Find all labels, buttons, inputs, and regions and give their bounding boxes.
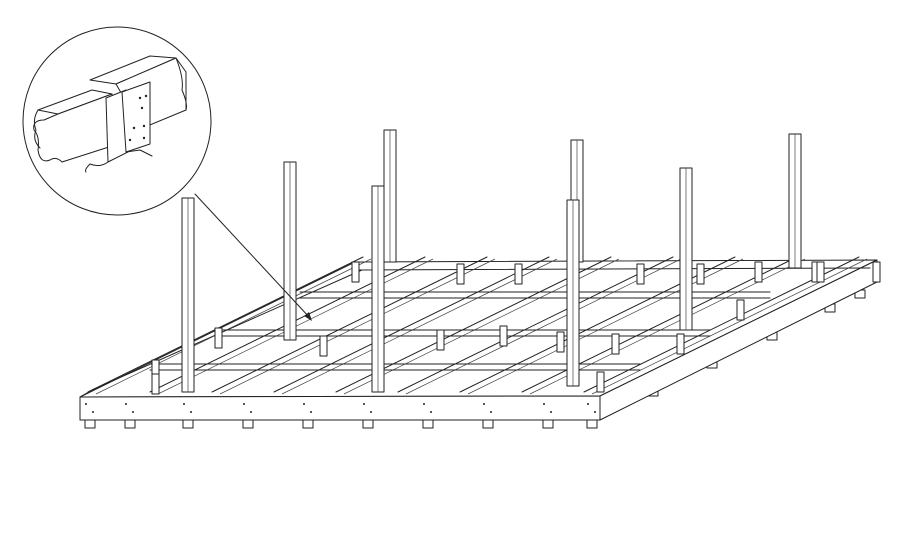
joist-hanger [872,261,881,283]
nail-dot [490,411,492,413]
wall-stud [283,161,297,341]
nail-dot [363,403,365,405]
nail-dot [132,411,134,413]
joist-hanger [754,261,763,283]
footing-block [482,419,494,429]
joist-hanger [151,373,160,395]
nail-dot [310,411,312,413]
footing-block [84,419,96,429]
blocking-row [149,363,641,371]
nail-dot [594,411,596,413]
detail-hanger-plate [85,81,153,173]
joist-hanger [514,263,523,285]
footing-block [586,419,598,429]
joist-hanger [676,333,685,355]
nail-dot [190,411,192,413]
footing-block [422,419,434,429]
joist-hanger [816,261,825,283]
detail-callout [22,26,312,321]
nail-dot [243,403,245,405]
detail-joist-block [33,89,113,163]
blocking-row [219,329,711,337]
footing-block [182,419,194,429]
nail-dot [423,403,425,405]
nail-dot [543,403,545,405]
wall-stud [371,185,385,393]
wall-stud [566,199,580,387]
joist-hanger [636,263,645,285]
nail-dot [550,411,552,413]
joist-hanger [499,325,508,347]
front-rim-nails [85,403,596,413]
nail-dot [183,403,185,405]
front-rim-board [79,395,601,421]
footing-block [302,419,314,429]
joist-hanger [351,261,360,283]
nail-dot [92,411,94,413]
nail-dot [250,411,252,413]
footing-block [124,419,136,429]
nail-dot [125,403,127,405]
footing-block [242,419,254,429]
joist-hanger [596,371,605,393]
footing-block [362,419,374,429]
callout-arrowhead [304,312,312,321]
nail-dot [587,403,589,405]
nail-dot [303,403,305,405]
wall-studs [181,129,802,393]
joist-hanger [214,327,223,349]
nail-dot [85,403,87,405]
joist-hanger [456,263,465,285]
joist-hanger [736,299,745,321]
wall-stud [181,197,195,393]
floor-platform [79,259,878,421]
callout-leader [194,193,311,319]
joist-hanger [319,335,328,357]
joist-hanger [696,263,705,285]
wall-stud [788,133,802,269]
nail-dot [483,403,485,405]
joist-hangers [151,261,881,395]
footing-block [542,419,554,429]
wall-stud [679,167,693,331]
nail-dot [430,411,432,413]
floor-joist [87,256,372,395]
wall-stud [383,129,397,263]
joist-hanger [611,333,620,355]
joist-hanger [556,331,565,353]
joist-hanger [436,329,445,351]
detail-circle [22,26,212,216]
nail-dot [370,411,372,413]
